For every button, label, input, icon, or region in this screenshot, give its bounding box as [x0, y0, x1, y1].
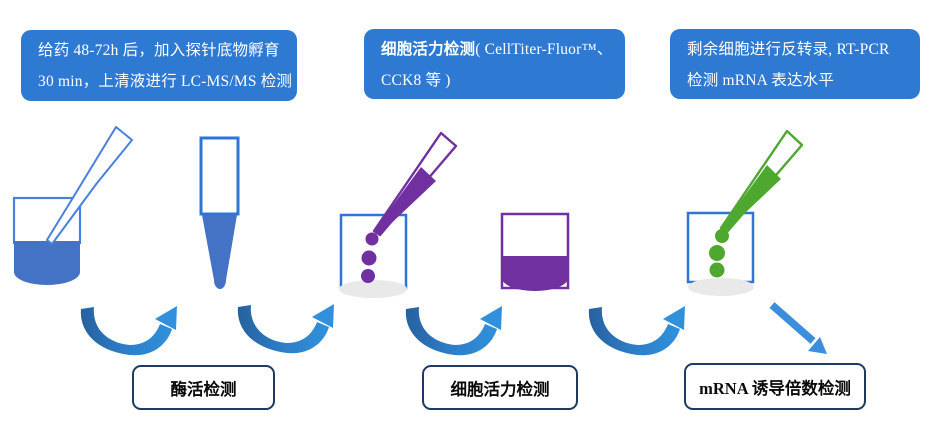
flow-arrow-4	[588, 306, 685, 356]
note-enzyme-assay: 给药 48-72h 后，加入探针底物孵育 30 min，上清液进行 LC-MS/…	[21, 30, 297, 101]
note-viability-line1: 细胞活力检测( CellTiter-Fluor™、	[381, 34, 613, 65]
purple-pipette-dropping-into-beaker-icon	[339, 131, 458, 298]
green-pipette-dropping-into-beaker-icon	[686, 129, 804, 296]
stage-label-mrna-fold-induction: mRNA 诱导倍数检测	[684, 363, 866, 410]
note-mrna-line2: 检测 mRNA 表达水平	[687, 72, 835, 89]
blue-beaker-with-pipette-icon	[12, 126, 133, 285]
flow-arrow-3	[405, 306, 502, 356]
note-enzyme-line2: 30 min，上清液进行 LC-MS/MS 检测	[38, 73, 293, 90]
diagonal-arrow-icon	[769, 302, 827, 354]
note-mrna-line1: 剩余细胞进行反转录, RT-PCR	[687, 41, 890, 58]
flow-arrow-2	[237, 304, 334, 354]
blue-sample-tube-icon	[199, 136, 240, 289]
purple-liquid-beaker-icon	[500, 212, 570, 291]
note-cell-viability: 细胞活力检测( CellTiter-Fluor™、 CCK8 等 )	[364, 29, 625, 99]
note-viability-line2: CCK8 等 )	[381, 72, 451, 89]
note-mrna: 剩余细胞进行反转录, RT-PCR 检测 mRNA 表达水平	[670, 29, 920, 99]
flow-arrow-1	[80, 306, 177, 356]
stage-label-enzyme-assay: 酶活检测	[132, 365, 275, 410]
note-enzyme-line1: 给药 48-72h 后，加入探针底物孵育	[38, 42, 280, 59]
stage-label-cell-viability: 细胞活力检测	[422, 365, 578, 410]
note-viability-line1-rest: ( CellTiter-Fluor™、	[475, 41, 613, 58]
note-viability-bold: 细胞活力检测	[381, 41, 476, 58]
